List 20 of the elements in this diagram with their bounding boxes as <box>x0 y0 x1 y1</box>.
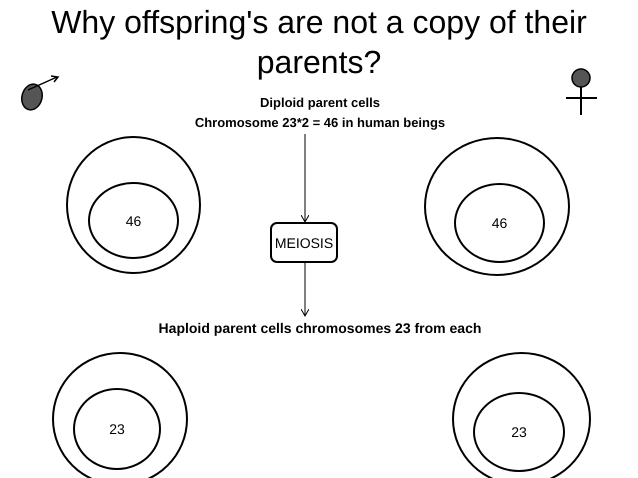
nucleus-ellipse <box>473 392 565 472</box>
nucleus-ellipse <box>88 182 179 259</box>
heading-text: Diploid parent cells <box>260 94 380 112</box>
cell-circle <box>424 137 570 276</box>
description-text: Chromosome 23*2 = 46 in human beings <box>194 114 446 132</box>
cell-circle <box>52 352 188 478</box>
process-label: MEIOSIS <box>274 234 334 250</box>
chromosome-count: 23 <box>109 421 125 437</box>
chromosome-count: 46 <box>126 212 142 228</box>
arrow <box>300 134 310 222</box>
nucleus-ellipse <box>73 388 161 470</box>
nucleus-ellipse <box>454 183 545 263</box>
title: Why offspring's are not a copy of their parents? <box>50 3 588 82</box>
cell-circle <box>66 136 201 274</box>
process-box <box>270 222 338 263</box>
cell-circle <box>452 352 591 478</box>
caption-text: Haploid parent cells chromosomes 23 from each <box>150 316 490 340</box>
chromosome-count: 46 <box>492 215 508 231</box>
chromosome-count: 23 <box>511 424 527 440</box>
arrow <box>300 262 310 316</box>
